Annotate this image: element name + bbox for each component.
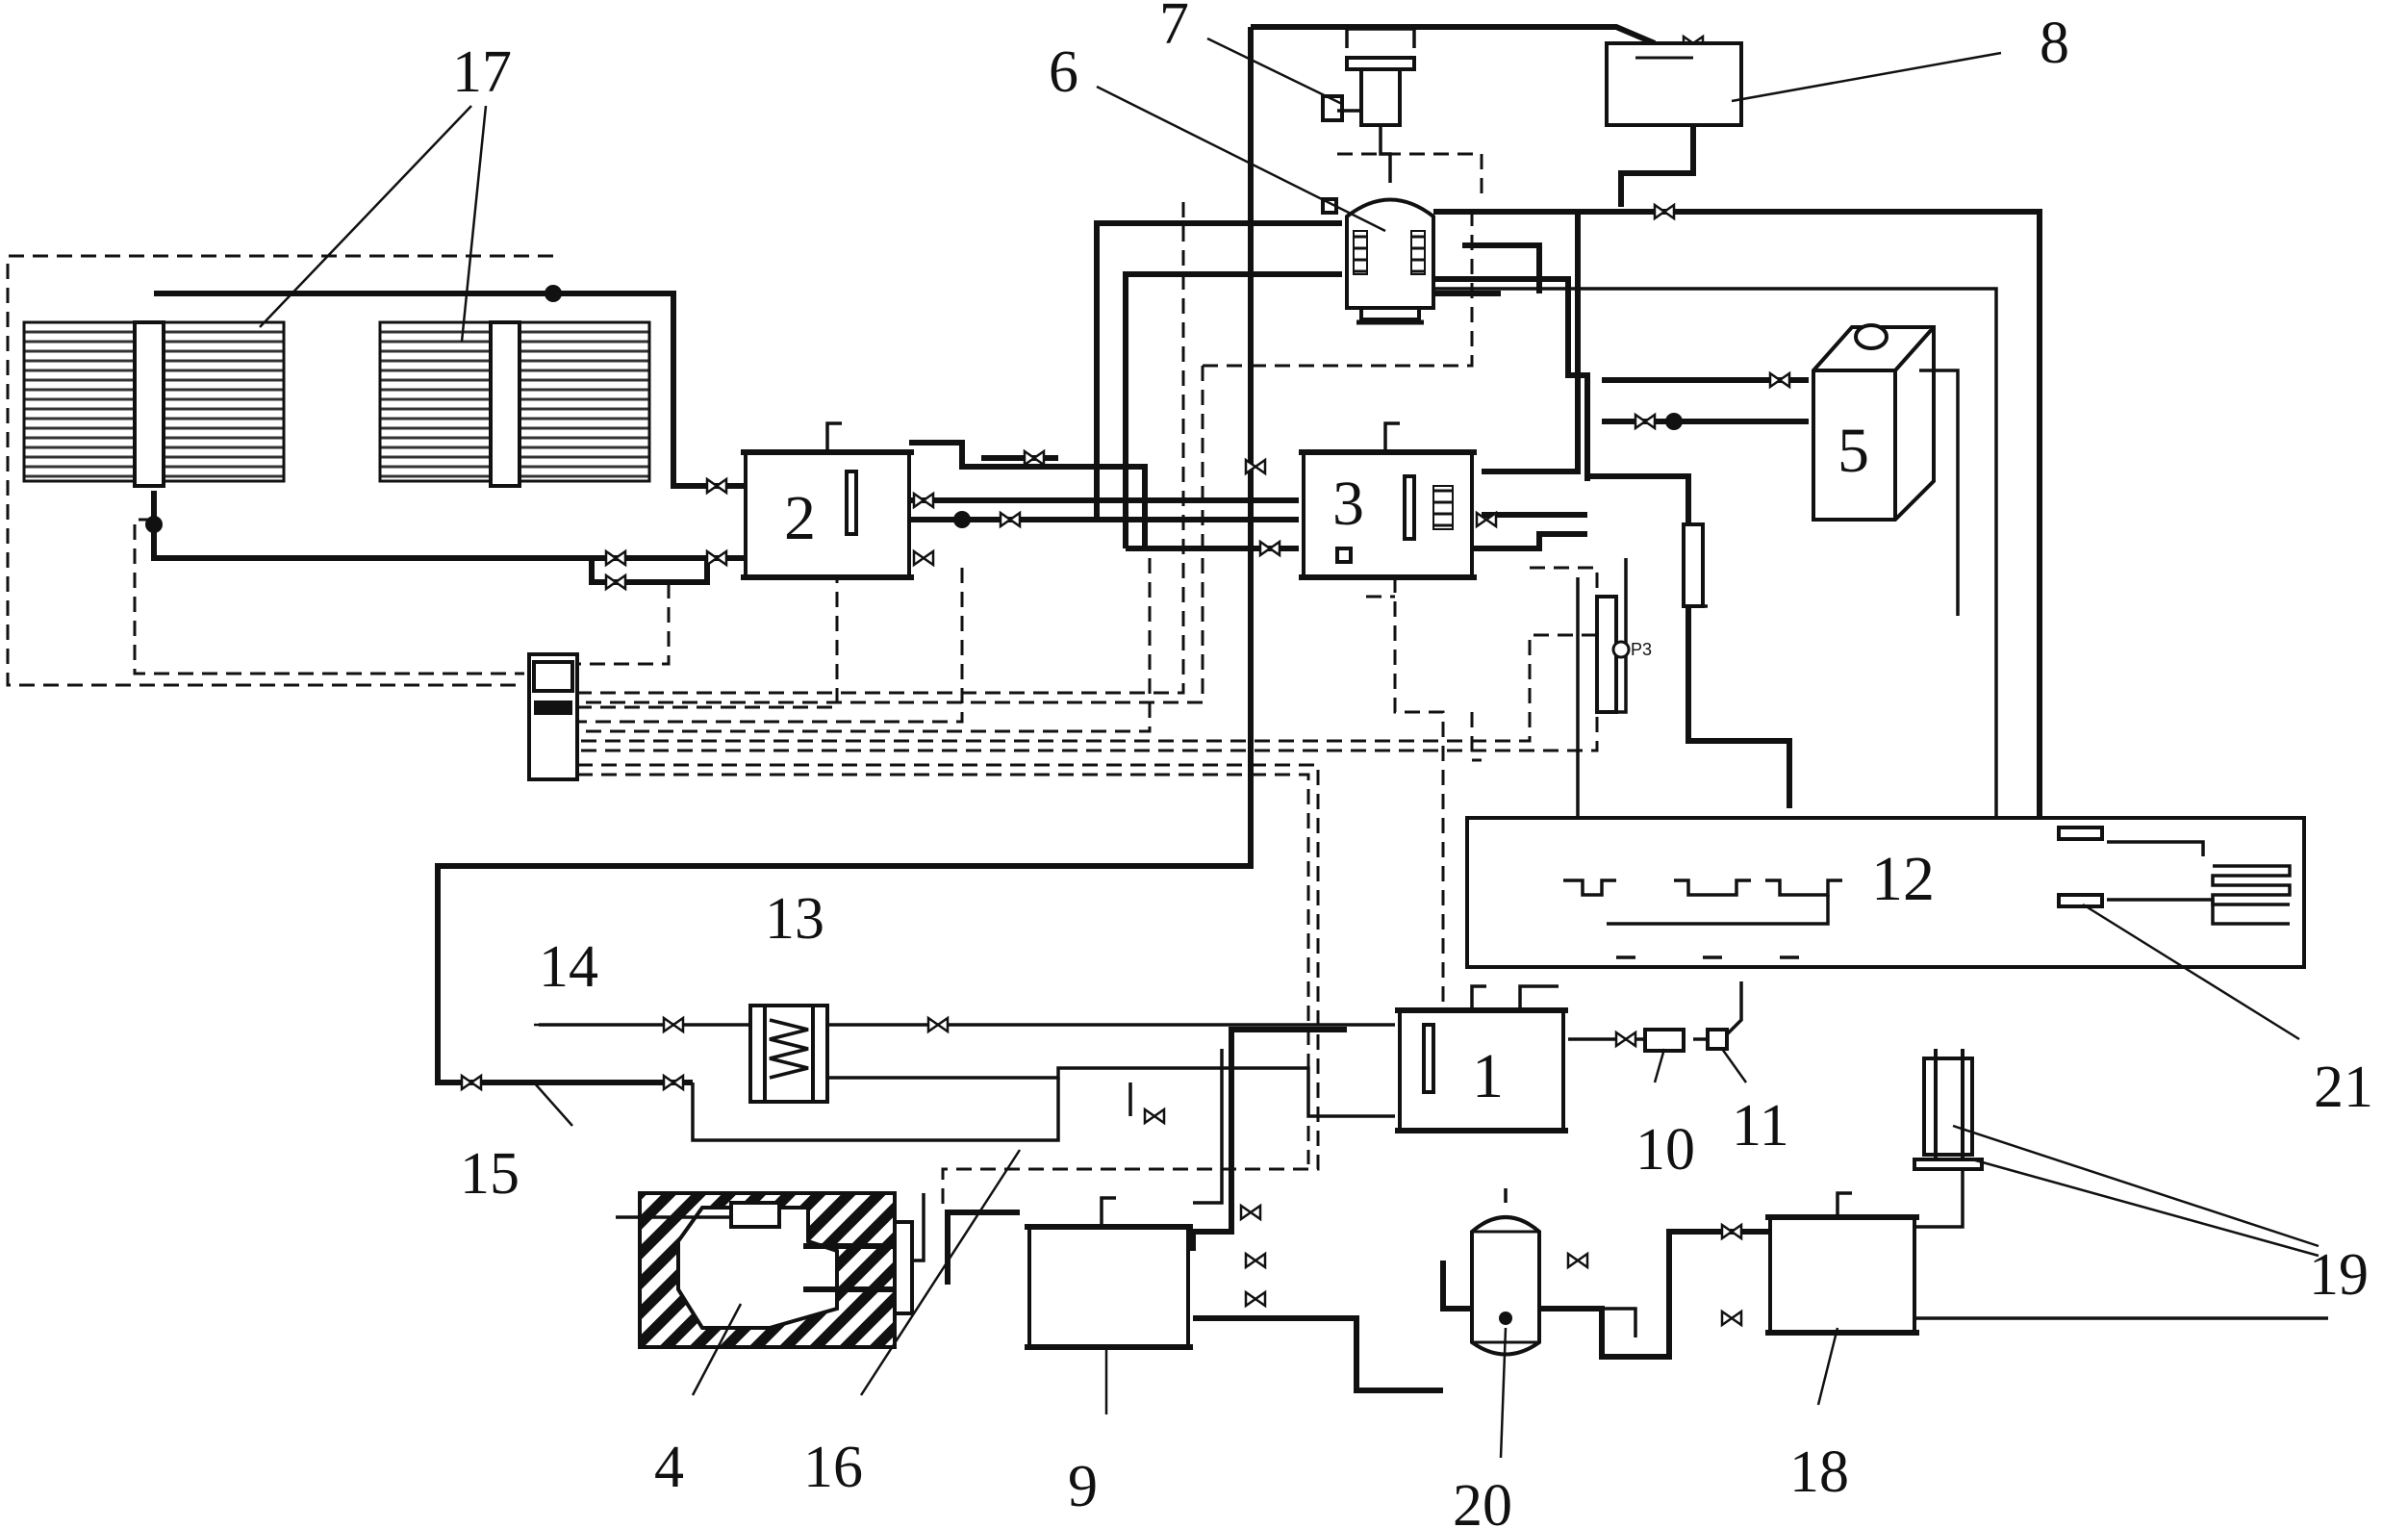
tank-1: 1 xyxy=(1395,984,1568,1133)
tank-2-label: 2 xyxy=(784,483,816,553)
p3-label: P3 xyxy=(1631,640,1652,659)
callout-11: 11 xyxy=(1732,1093,1789,1159)
device-7 xyxy=(1321,27,1416,183)
tank-2: 2 xyxy=(741,421,914,580)
tank-18 xyxy=(1765,1191,1919,1336)
tank-20 xyxy=(1470,1188,1541,1357)
solar-collectors xyxy=(22,320,651,488)
callout-21: 21 xyxy=(2314,1055,2373,1120)
tank-3-label: 3 xyxy=(1332,469,1364,539)
callout-15: 15 xyxy=(460,1141,520,1207)
controller-cabinet xyxy=(527,652,579,781)
callout-8: 8 xyxy=(2040,11,2069,76)
tank-9 xyxy=(1025,1196,1193,1350)
tank-1-label: 1 xyxy=(1472,1041,1504,1111)
unit-12-label: 12 xyxy=(1871,844,1935,914)
unit-12: 12 xyxy=(1465,816,2306,969)
building-4 xyxy=(616,1191,914,1349)
filter-10 xyxy=(1643,1028,1686,1053)
device-11 xyxy=(1706,1028,1729,1051)
callout-19: 19 xyxy=(2309,1242,2369,1308)
callout-6: 6 xyxy=(1049,39,1078,105)
callout-16: 16 xyxy=(803,1435,863,1500)
heat-exchanger-13 xyxy=(748,1004,829,1104)
callout-numbers: 17 7 6 8 13 14 10 11 15 21 19 4 16 9 20 … xyxy=(452,0,2373,1528)
callout-20: 20 xyxy=(1453,1473,1512,1528)
tank-6 xyxy=(1321,197,1435,325)
tank-5: 5 xyxy=(1812,323,1960,616)
callout-13: 13 xyxy=(765,886,824,952)
leader-lines xyxy=(259,37,2319,1459)
callout-7: 7 xyxy=(1159,0,1189,57)
callout-10: 10 xyxy=(1635,1117,1695,1183)
device-19 xyxy=(1913,1049,1984,1171)
callout-18: 18 xyxy=(1789,1439,1849,1505)
callout-17: 17 xyxy=(452,39,512,105)
tank-5-label: 5 xyxy=(1838,416,1869,486)
tank-3: 3 xyxy=(1299,421,1477,580)
pump-group-p3: P3 xyxy=(1595,522,1705,714)
callout-9: 9 xyxy=(1068,1454,1098,1519)
callout-14: 14 xyxy=(539,934,598,1000)
tank-8 xyxy=(1605,41,1743,127)
callout-4: 4 xyxy=(654,1435,684,1500)
